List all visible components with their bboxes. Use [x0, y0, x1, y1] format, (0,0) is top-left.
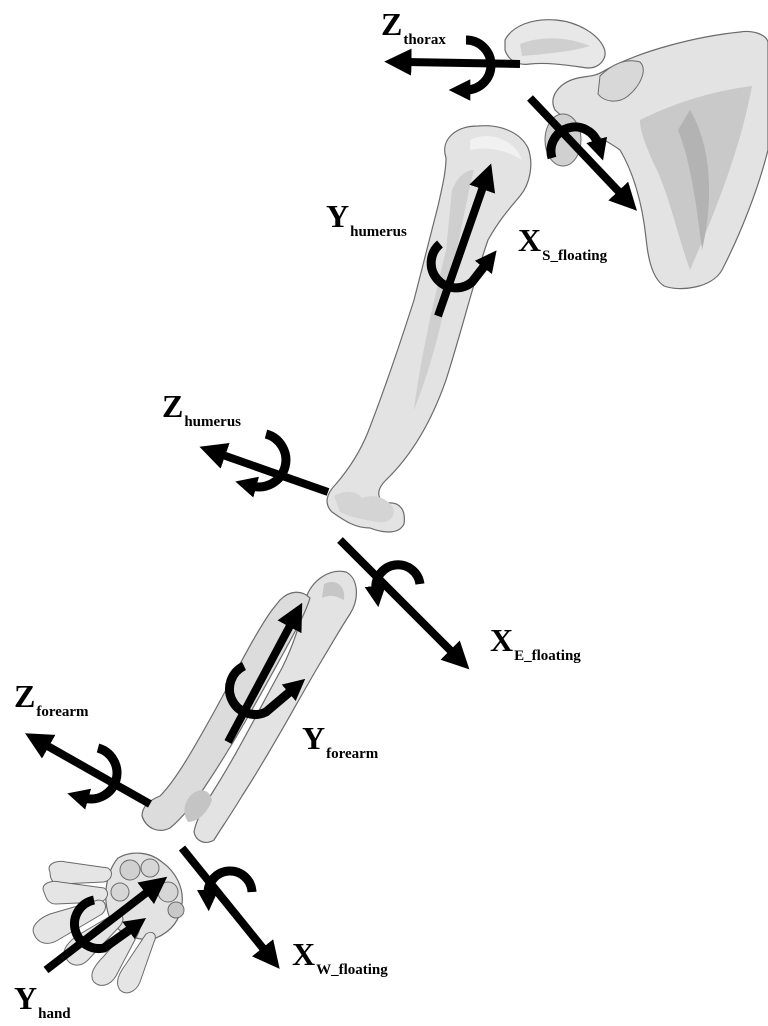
y-forearm-label-sub: forearm — [326, 746, 378, 762]
y-forearm-label: Yforearm — [302, 722, 378, 762]
z-thorax-label-sub: thorax — [403, 32, 446, 48]
x-e-floating-axis-arrow — [340, 540, 454, 654]
x-s-floating-label: XS_floating — [518, 224, 607, 264]
y-humerus-label: Yhumerus — [326, 200, 407, 240]
x-s-floating-label-main: X — [518, 222, 541, 258]
z-thorax-label-main: Z — [381, 6, 402, 42]
y-hand-label: Yhand — [14, 982, 71, 1022]
x-s-floating-label-sub: S_floating — [542, 248, 607, 264]
z-forearm-label-sub: forearm — [36, 704, 88, 720]
z-forearm-label-main: Z — [14, 678, 35, 714]
x-w-floating-label: XW_floating — [292, 938, 388, 978]
x-w-floating-axis-arrow — [182, 848, 266, 952]
y-humerus-label-sub: humerus — [350, 224, 407, 240]
z-humerus-label-main: Z — [162, 388, 183, 424]
y-forearm-label-main: Y — [302, 720, 325, 756]
y-humerus-label-main: Y — [326, 198, 349, 234]
z-thorax-label: Zthorax — [381, 8, 446, 48]
x-w-floating-label-main: X — [292, 936, 315, 972]
z-humerus-label: Zhumerus — [162, 390, 241, 430]
y-hand-label-sub: hand — [38, 1006, 71, 1022]
z-forearm-label: Zforearm — [14, 680, 89, 720]
y-hand-label-main: Y — [14, 980, 37, 1016]
x-e-floating-label: XE_floating — [490, 624, 581, 664]
x-e-floating-label-main: X — [490, 622, 513, 658]
rotation-arrow-icon — [252, 434, 286, 487]
x-e-floating-label-sub: E_floating — [514, 648, 581, 664]
humerus-bone — [327, 126, 531, 532]
z-humerus-label-sub: humerus — [184, 414, 241, 430]
x-w-floating-label-sub: W_floating — [316, 962, 388, 978]
z-thorax-axis-arrow — [406, 62, 520, 64]
